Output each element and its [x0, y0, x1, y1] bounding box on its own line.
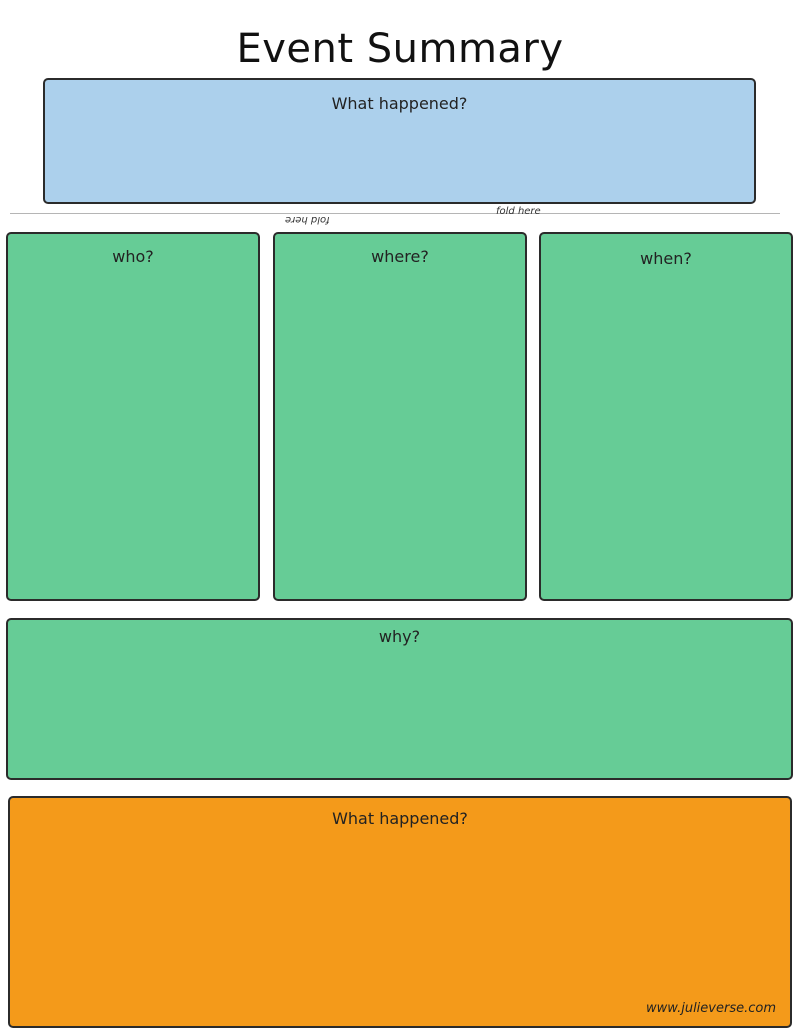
when-label: when?: [640, 249, 692, 268]
what-happened-bottom-label: What happened?: [332, 809, 468, 828]
why-box: why?: [6, 618, 793, 780]
who-label: who?: [112, 247, 154, 266]
why-label: why?: [378, 627, 421, 646]
fold-here-upside-down-label: fold here: [285, 214, 330, 225]
fold-here-label: fold here: [496, 206, 541, 217]
where-box: where?: [273, 232, 527, 601]
when-box: when?: [539, 232, 793, 601]
where-label: where?: [371, 247, 429, 266]
fold-line: [10, 213, 780, 214]
page-title: Event Summary: [236, 26, 564, 72]
what-happened-top-box: What happened?: [43, 78, 756, 204]
who-box: who?: [6, 232, 260, 601]
what-happened-bottom-box: What happened? www.julieverse.com: [8, 796, 792, 1028]
credit-text: www.julieverse.com: [646, 1001, 776, 1016]
what-happened-top-label: What happened?: [331, 94, 468, 113]
